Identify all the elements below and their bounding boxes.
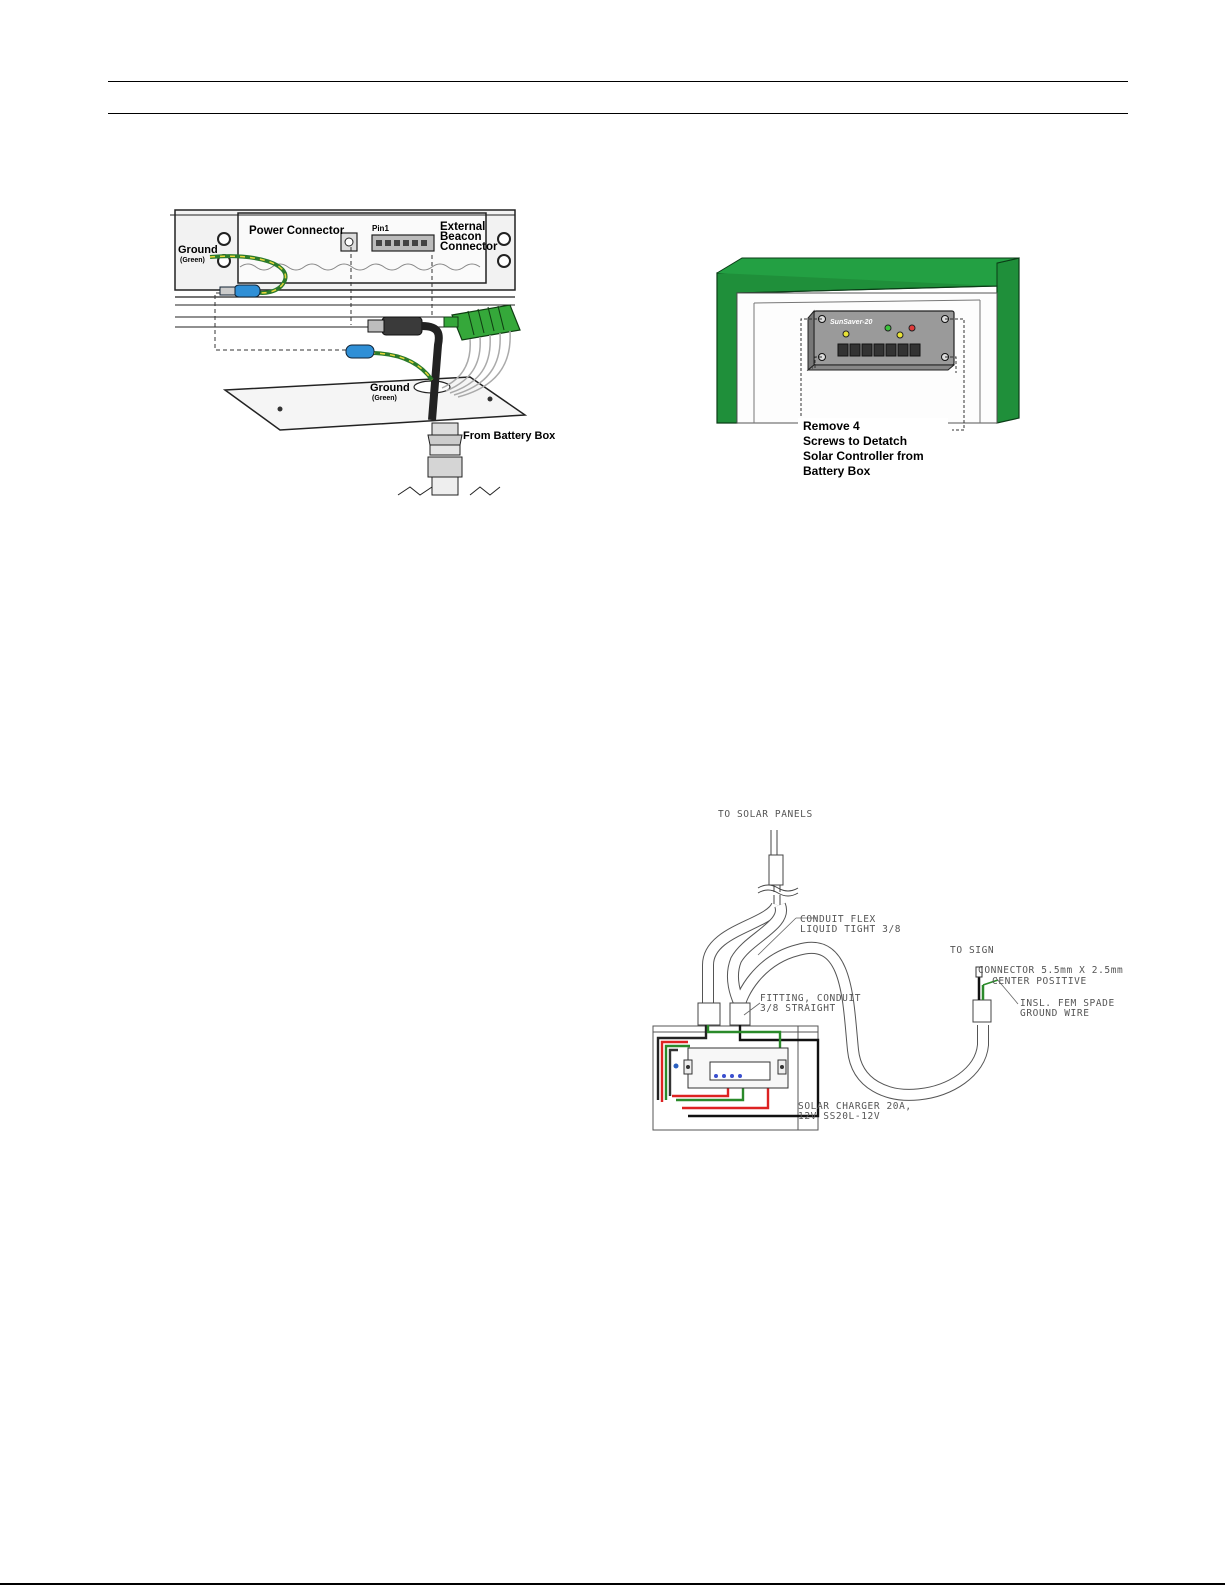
footer-rule: [0, 1583, 1225, 1585]
label-conduit-flex-2: LIQUID TIGHT 3/8: [800, 924, 901, 935]
label-connector-1: CONNECTOR 5.5mm X 2.5mm: [978, 965, 1123, 976]
label-ground-bottom-sub: (Green): [372, 395, 397, 402]
connector-plate: [237, 212, 487, 284]
label-to-solar-panels: TO SOLAR PANELS: [718, 809, 813, 820]
label-charger-2: 12V SS20L-12V: [798, 1111, 880, 1122]
label-power-connector: Power Connector: [249, 225, 345, 237]
label-to-sign: TO SIGN: [950, 945, 994, 956]
base-plate: [222, 376, 528, 431]
label-fitting-1: FITTING, CONDUIT: [760, 993, 861, 1004]
label-fitting-2: 3/8 STRAIGHT: [760, 1003, 836, 1014]
spade-terminal-bottom: [345, 344, 375, 359]
spade-terminal-top: [219, 284, 261, 298]
figure-beacon-connector: Ground (Green) Power Connector Pin1 Exte…: [170, 209, 556, 496]
figure-solar-wiring-diagram: TO SOLAR PANELS CONDUIT FLEX LIQUID TIGH…: [652, 809, 1123, 1131]
callout-line-2: Screws to Detatch: [803, 434, 907, 448]
solar-controller: SunSaver-20: [806, 309, 956, 372]
label-ground-bottom: Ground: [370, 382, 410, 394]
mount-hole: [497, 254, 511, 268]
callout-line-3: Solar Controller from: [803, 449, 924, 463]
callout-line-1: Remove 4: [803, 419, 860, 433]
conduit-fitting-left: [697, 1002, 721, 1026]
label-external: External: [440, 221, 485, 233]
mount-hole: [497, 232, 511, 246]
mount-hole: [217, 232, 231, 246]
solar-charger: [673, 1047, 789, 1089]
header-rule-top: [108, 81, 1128, 82]
label-spade-1: INSL. FEM SPADE: [1020, 998, 1115, 1009]
conduit-fitting: [397, 422, 501, 496]
sign-connector: [975, 966, 999, 1000]
conduit-fitting-right: [729, 1002, 751, 1026]
label-conduit-flex-1: CONDUIT FLEX: [800, 914, 876, 925]
label-ground-top-sub: (Green): [180, 257, 205, 264]
label-connector-2: CENTER POSITIVE: [992, 976, 1087, 987]
label-pin1: Pin1: [372, 224, 389, 233]
label-charger-1: SOLAR CHARGER 20A,: [798, 1101, 912, 1112]
sign-connector-sleeve: [972, 999, 992, 1023]
terminal-block: [443, 304, 521, 341]
power-plug: [367, 316, 443, 421]
header-rule-bottom: [108, 113, 1128, 114]
label-from-battery-box: From Battery Box: [463, 430, 556, 442]
controller-brand: SunSaver-20: [830, 319, 873, 326]
solar-panel-cable: [757, 830, 799, 905]
figure-solar-controller-removal: SunSaver-20 Remove 4 Screws to Detatch S…: [716, 257, 1020, 480]
label-spade-2: GROUND WIRE: [1020, 1008, 1090, 1019]
callout-line-4: Battery Box: [803, 464, 871, 478]
label-connector: Connector: [440, 241, 498, 253]
label-beacon: Beacon: [440, 231, 482, 243]
label-ground-top: Ground: [178, 244, 218, 256]
